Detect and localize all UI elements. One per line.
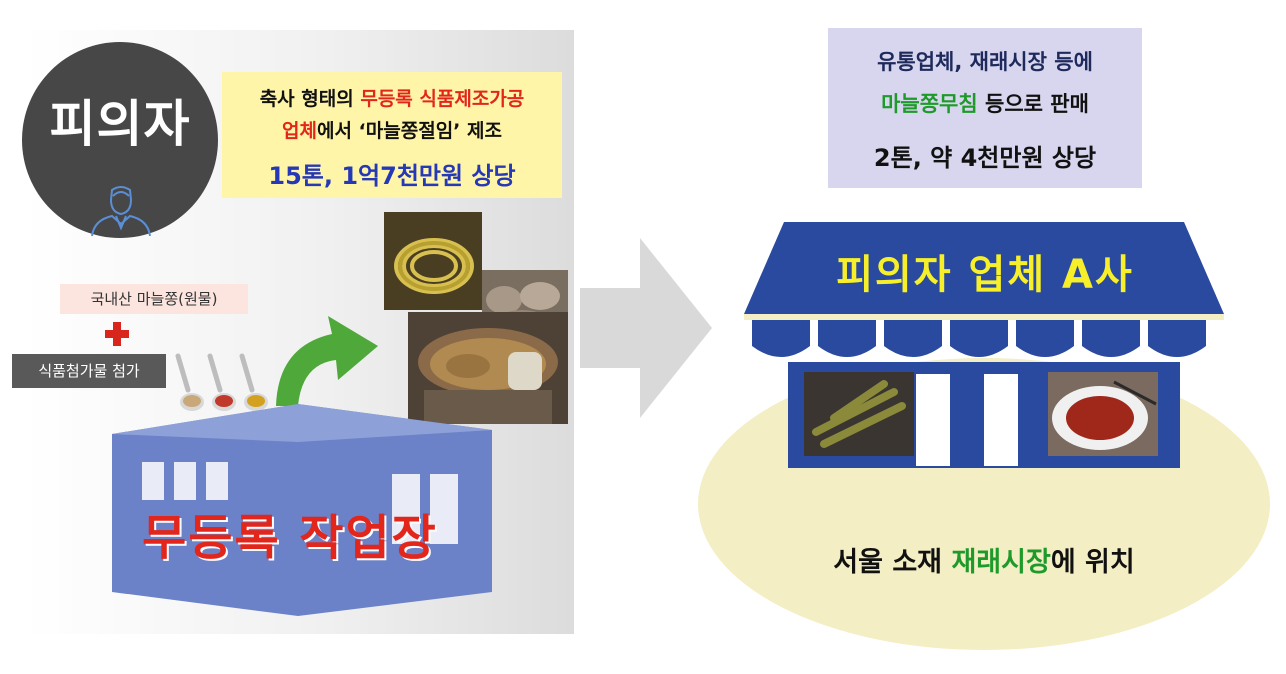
manufacture-line-2-rest: 에서 ‘마늘쫑절임’ 제조	[316, 120, 502, 142]
location-suffix: 에 위치	[1050, 547, 1135, 578]
store-name: 피의자 업체 A사	[836, 252, 1134, 298]
manufacture-line-2-highlight: 업체	[282, 120, 317, 142]
manufacture-amount: 15톤, 1억7천만원 상당	[268, 162, 516, 190]
location-highlight: 재래시장	[951, 547, 1051, 578]
right-arrow-icon	[580, 238, 712, 418]
manufacture-line-1: 축사 형태의 무등록 식품제조가공	[222, 84, 562, 111]
suspect-circle: 피의자	[22, 42, 218, 238]
plus-icon	[105, 322, 129, 346]
manufacture-info-box: 축사 형태의 무등록 식품제조가공 업체에서 ‘마늘쫑절임’ 제조 15톤, 1…	[222, 72, 562, 198]
person-icon	[91, 186, 151, 236]
location-text: 서울 소재 재래시장에 위치	[760, 540, 1208, 579]
fermentation-vats-photo	[408, 312, 568, 424]
sales-line-2: 마늘쫑무침 등으로 판매	[828, 88, 1142, 118]
sales-info-box: 유통업체, 재래시장 등에 마늘쫑무침 등으로 판매 2톤, 약 4천만원 상당	[828, 28, 1142, 188]
factory-label: 무등록 작업장	[142, 510, 438, 566]
store-icon	[744, 222, 1224, 468]
location-prefix: 서울 소재	[833, 547, 952, 578]
manufacture-line-2: 업체에서 ‘마늘쫑절임’ 제조	[222, 116, 562, 143]
manufacture-line-1-prefix: 축사 형태의	[259, 88, 361, 110]
raw-material-label: 국내산 마늘쫑(원물)	[60, 284, 248, 314]
spice-spoons-image	[175, 353, 268, 411]
curved-arrow-icon	[276, 316, 378, 406]
sales-line-1: 유통업체, 재래시장 등에	[877, 50, 1093, 74]
additive-label: 식품첨가물 첨가	[12, 354, 166, 388]
sales-amount: 2톤, 약 4천만원 상당	[873, 144, 1097, 172]
sales-line-2-rest: 등으로 판매	[977, 92, 1089, 116]
garlic-stems-photo	[384, 212, 482, 310]
manufacture-line-1-highlight: 무등록 식품제조가공	[360, 88, 525, 110]
sales-line-2-highlight: 마늘쫑무침	[881, 92, 978, 116]
suspect-label: 피의자	[49, 95, 191, 153]
factory-icon	[112, 404, 492, 616]
